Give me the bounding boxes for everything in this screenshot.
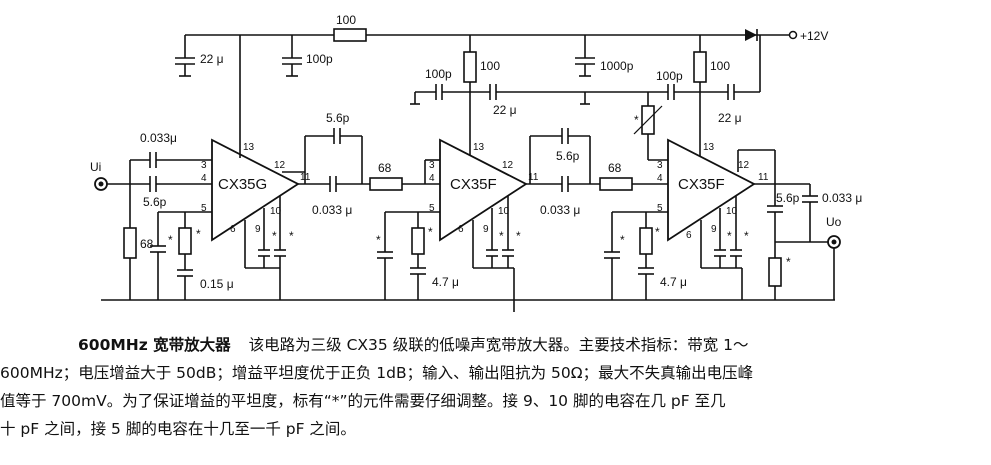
pin-label: 5 xyxy=(201,203,207,214)
pin-label: 4 xyxy=(201,173,207,184)
c-top-100p xyxy=(282,35,302,77)
caption-line-2: 600MHz；电压增益大于 50dB；增益平坦度优于正负 1dB；输入、输出阻抗… xyxy=(0,364,754,382)
star-mark: * xyxy=(744,229,749,243)
pin-label: 6 xyxy=(458,224,464,235)
pin-label: 11 xyxy=(528,172,539,183)
c-47-1-label: 4.7 μ xyxy=(432,275,459,289)
star-mark: * xyxy=(272,229,277,243)
caption-line-4: 十 pF 之间，接 5 脚的电容在十几至一千 pF 之间。 xyxy=(0,420,356,438)
c-cpl1-label: 0.033 μ xyxy=(312,203,352,217)
supply-label: +12V xyxy=(800,29,828,43)
r-s3-100-label: 100 xyxy=(710,59,730,73)
r-cpl2-label: 68 xyxy=(608,161,622,175)
c-015-label: 0.15 μ xyxy=(200,277,234,291)
c-out-56p-label: 5.6p xyxy=(776,191,800,205)
pin-label: 4 xyxy=(429,173,435,184)
pin-label: 12 xyxy=(502,160,514,171)
pin-label: 10 xyxy=(270,206,282,217)
input-label: Ui xyxy=(90,160,101,174)
c-s3-22u-label: 22 μ xyxy=(718,111,742,125)
pin-label: 3 xyxy=(657,160,663,171)
c-out-033-label: 0.033 μ xyxy=(822,191,862,205)
supply-rail xyxy=(185,28,798,42)
chip-3-cx35f xyxy=(667,138,776,250)
c-in1-label: 0.033μ xyxy=(140,131,177,145)
pin-label: 12 xyxy=(738,160,750,171)
pin-label: 5 xyxy=(657,203,663,214)
pin-label: 6 xyxy=(686,230,692,241)
star-mark: * xyxy=(499,229,504,243)
pin-label: 9 xyxy=(483,224,489,235)
c-s2-22u-label: 22 μ xyxy=(493,103,517,117)
pin-label: 11 xyxy=(758,172,769,183)
c-fb1-label: 5.6p xyxy=(326,111,350,125)
star-mark: * xyxy=(168,233,173,247)
chip-1-label: CX35G xyxy=(218,176,267,193)
pin-label: 13 xyxy=(243,142,255,153)
caption: 600MHz 宽带放大器该电路为三级 CX35 级联的低噪声宽带放大器。主要技术… xyxy=(0,331,973,443)
star-mark: * xyxy=(196,227,201,241)
c-in2-label: 5.6p xyxy=(143,195,167,209)
c-top-22u-label: 22 μ xyxy=(200,52,224,66)
input-connector xyxy=(94,177,130,191)
c-47-2-label: 4.7 μ xyxy=(660,275,687,289)
chip-2-cx35f xyxy=(424,138,562,250)
caption-line-1: 600MHz 宽带放大器该电路为三级 CX35 级联的低噪声宽带放大器。主要技术… xyxy=(78,331,973,359)
c-fb2-label: 5.6p xyxy=(556,149,580,163)
pin-label: 12 xyxy=(274,160,286,171)
star-mark: * xyxy=(428,225,433,239)
pin-label: 4 xyxy=(657,173,663,184)
c-top-100p-label: 100p xyxy=(306,52,333,66)
chip-1-cx35g xyxy=(211,35,330,250)
pin-label: 13 xyxy=(473,142,485,153)
c-1000p-label: 1000p xyxy=(600,59,634,73)
chip-2-label: CX35F xyxy=(450,176,497,193)
star-mark: * xyxy=(376,233,381,247)
output-connector xyxy=(827,235,841,300)
pin-label: 9 xyxy=(255,224,261,235)
pin-label: 10 xyxy=(498,206,510,217)
c-cpl2-label: 0.033 μ xyxy=(540,203,580,217)
pin-label: 5 xyxy=(429,203,435,214)
pin-label: 6 xyxy=(230,224,236,235)
caption-text: 该电路为三级 CX35 级联的低噪声宽带放大器。主要技术指标：带宽 1～ xyxy=(248,336,749,354)
circuit-schematic: +12V 100 22 μ 100p Ui 0.033μ 5.6p 68 xyxy=(90,13,862,312)
r-top-100-label: 100 xyxy=(336,13,356,27)
output-label: Uo xyxy=(826,215,842,229)
r-in-68-label: 68 xyxy=(140,237,154,251)
star-mark: * xyxy=(727,229,732,243)
pin-label: 13 xyxy=(703,142,715,153)
star-mark: * xyxy=(655,225,660,239)
star-mark: * xyxy=(516,229,521,243)
star-mark: * xyxy=(289,229,294,243)
pin-label: 3 xyxy=(429,160,435,171)
caption-title: 600MHz 宽带放大器 xyxy=(78,336,231,354)
pin-label: 10 xyxy=(726,206,738,217)
c-s3-100p-label: 100p xyxy=(656,69,683,83)
star-mark: * xyxy=(634,113,639,127)
c-top-22u xyxy=(175,35,195,77)
r-cpl1-label: 68 xyxy=(378,161,392,175)
pin-label: 3 xyxy=(201,160,207,171)
star-mark: * xyxy=(620,233,625,247)
star-mark: * xyxy=(786,255,791,269)
caption-line-3: 值等于 700mV。为了保证增益的平坦度，标有“*”的元件需要仔细调整。接 9、… xyxy=(0,392,726,410)
chip-3-label: CX35F xyxy=(678,176,725,193)
pin-label: 9 xyxy=(711,224,717,235)
r-s2-100-label: 100 xyxy=(480,59,500,73)
c-s2-100p-label: 100p xyxy=(425,67,452,81)
